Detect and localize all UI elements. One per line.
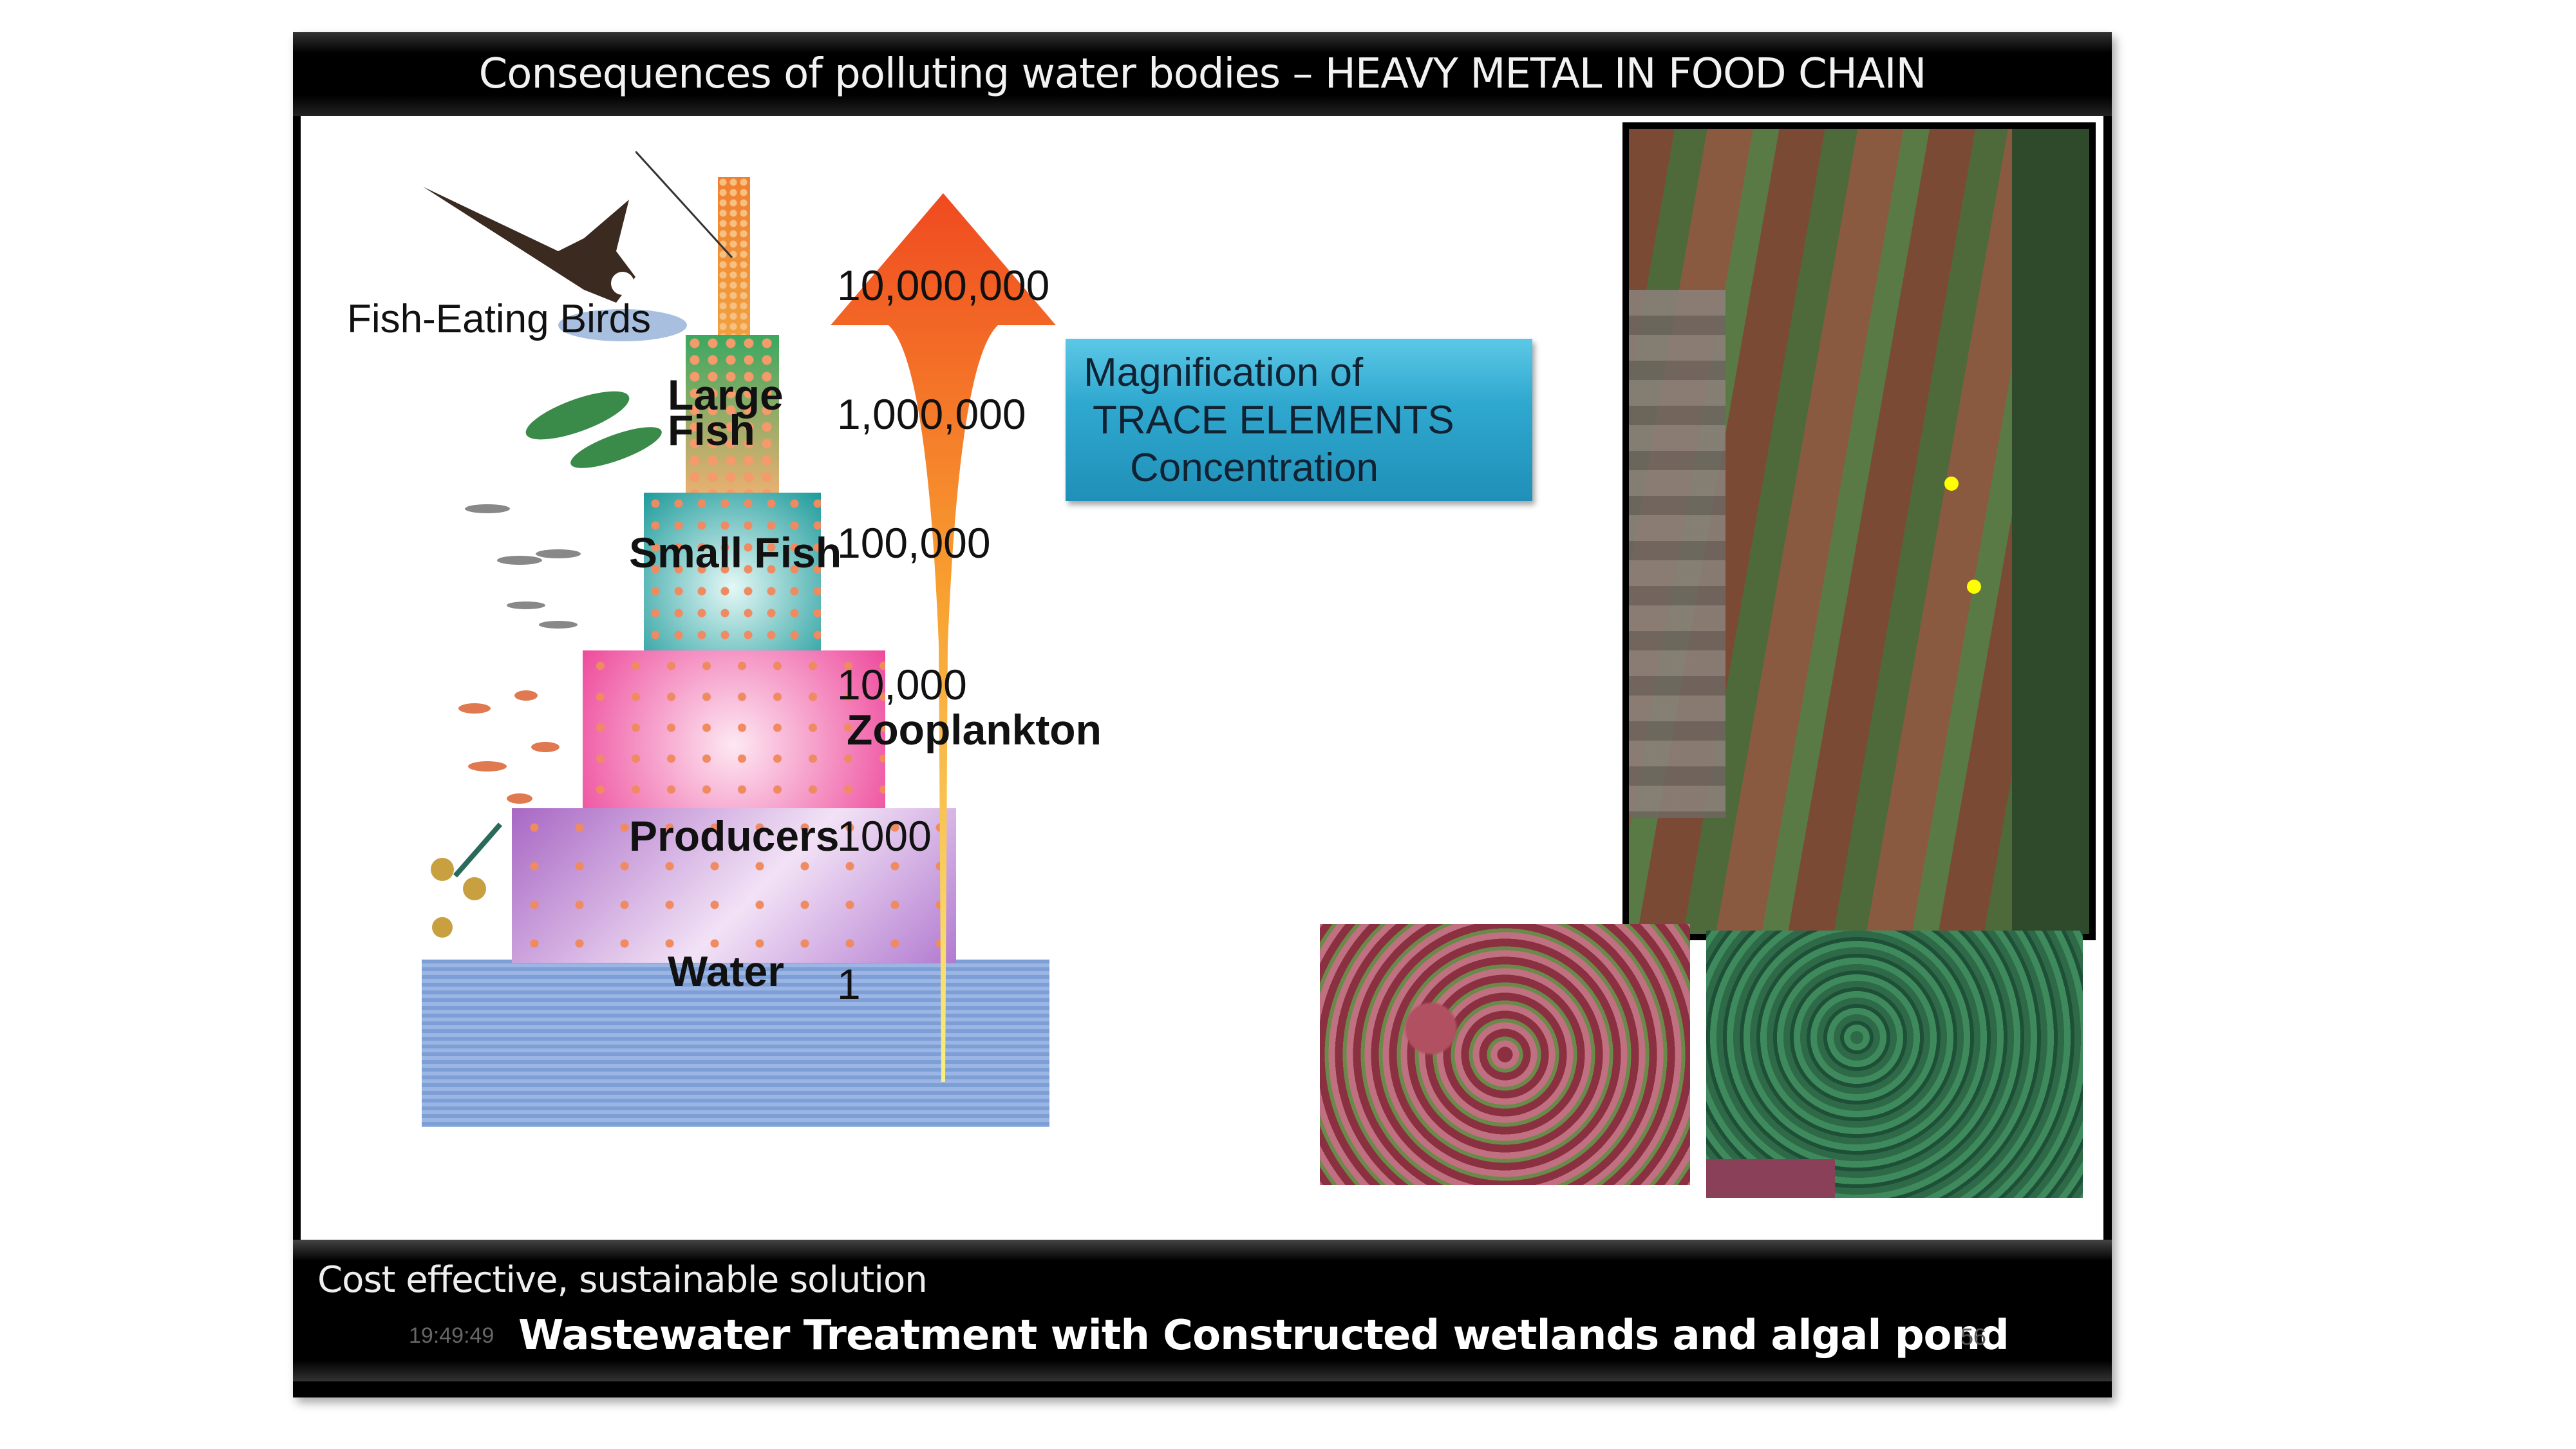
callout-line-3: Concentration [1130,446,1379,490]
magnification-arrow [831,193,1056,1082]
map-forest-strip [2012,129,2089,934]
bird-tier [718,177,750,335]
small-fish-icon [465,504,581,629]
producers-tier [512,808,956,963]
slide: Consequences of polluting water bodies –… [293,32,2112,1397]
red-plants-photo [1320,924,1690,1185]
callout-line-1: Magnification of [1084,350,1364,395]
label-large-fish-2: Fish [668,406,755,454]
slide-title: Consequences of polluting water bodies –… [293,32,2112,116]
eagle-icon [423,187,635,303]
label-water: Water [668,947,784,995]
bird-pointer-line [635,151,733,259]
callout-line-2: TRACE ELEMENTS [1093,398,1454,442]
factor-water: 1 [837,960,861,1008]
label-producers: Producers [629,812,840,860]
slide-content: Fish-Eating Birds Large Fish Small Fish … [301,116,2103,1240]
green-plants-photo [1706,931,2083,1198]
footer-title: Wastewater Treatment with Constructed we… [518,1312,2009,1359]
factor-small-fish: 100,000 [837,519,991,567]
bottom-bar: Cost effective, sustainable solution 19:… [293,1240,2112,1381]
magnification-callout: Magnification of TRACE ELEMENTS Concentr… [1066,339,1532,501]
bird-water-patch [558,309,687,341]
factor-birds: 10,000,000 [837,261,1050,309]
slide-subtitle: Cost effective, sustainable solution [317,1259,928,1301]
zooplankton-tier [583,650,885,808]
zooplankton-icon [458,690,559,804]
timestamp: 19:49:49 [409,1323,494,1348]
page-number: 56 [1960,1323,1987,1350]
label-fish-eating-birds: Fish-Eating Birds [347,297,652,341]
factor-zooplankton: 10,000 [837,661,967,708]
label-zooplankton: Zooplankton [847,706,1102,753]
large-fish-icon [525,391,662,468]
green-photo-red-corner [1706,1159,1835,1198]
map-buildings [1629,290,1725,818]
factor-large-fish: 1,000,000 [837,390,1026,438]
large-fish-tier [686,335,779,493]
factor-producers: 1000 [837,812,932,860]
map-pin-icon [1944,477,1959,491]
label-large-fish-1: Large [668,371,784,419]
label-small-fish: Small Fish [629,529,842,576]
satellite-map-image [1622,122,2096,940]
small-fish-tier [644,493,821,650]
map-pin-icon [1967,580,1981,594]
producers-icon [431,822,503,938]
